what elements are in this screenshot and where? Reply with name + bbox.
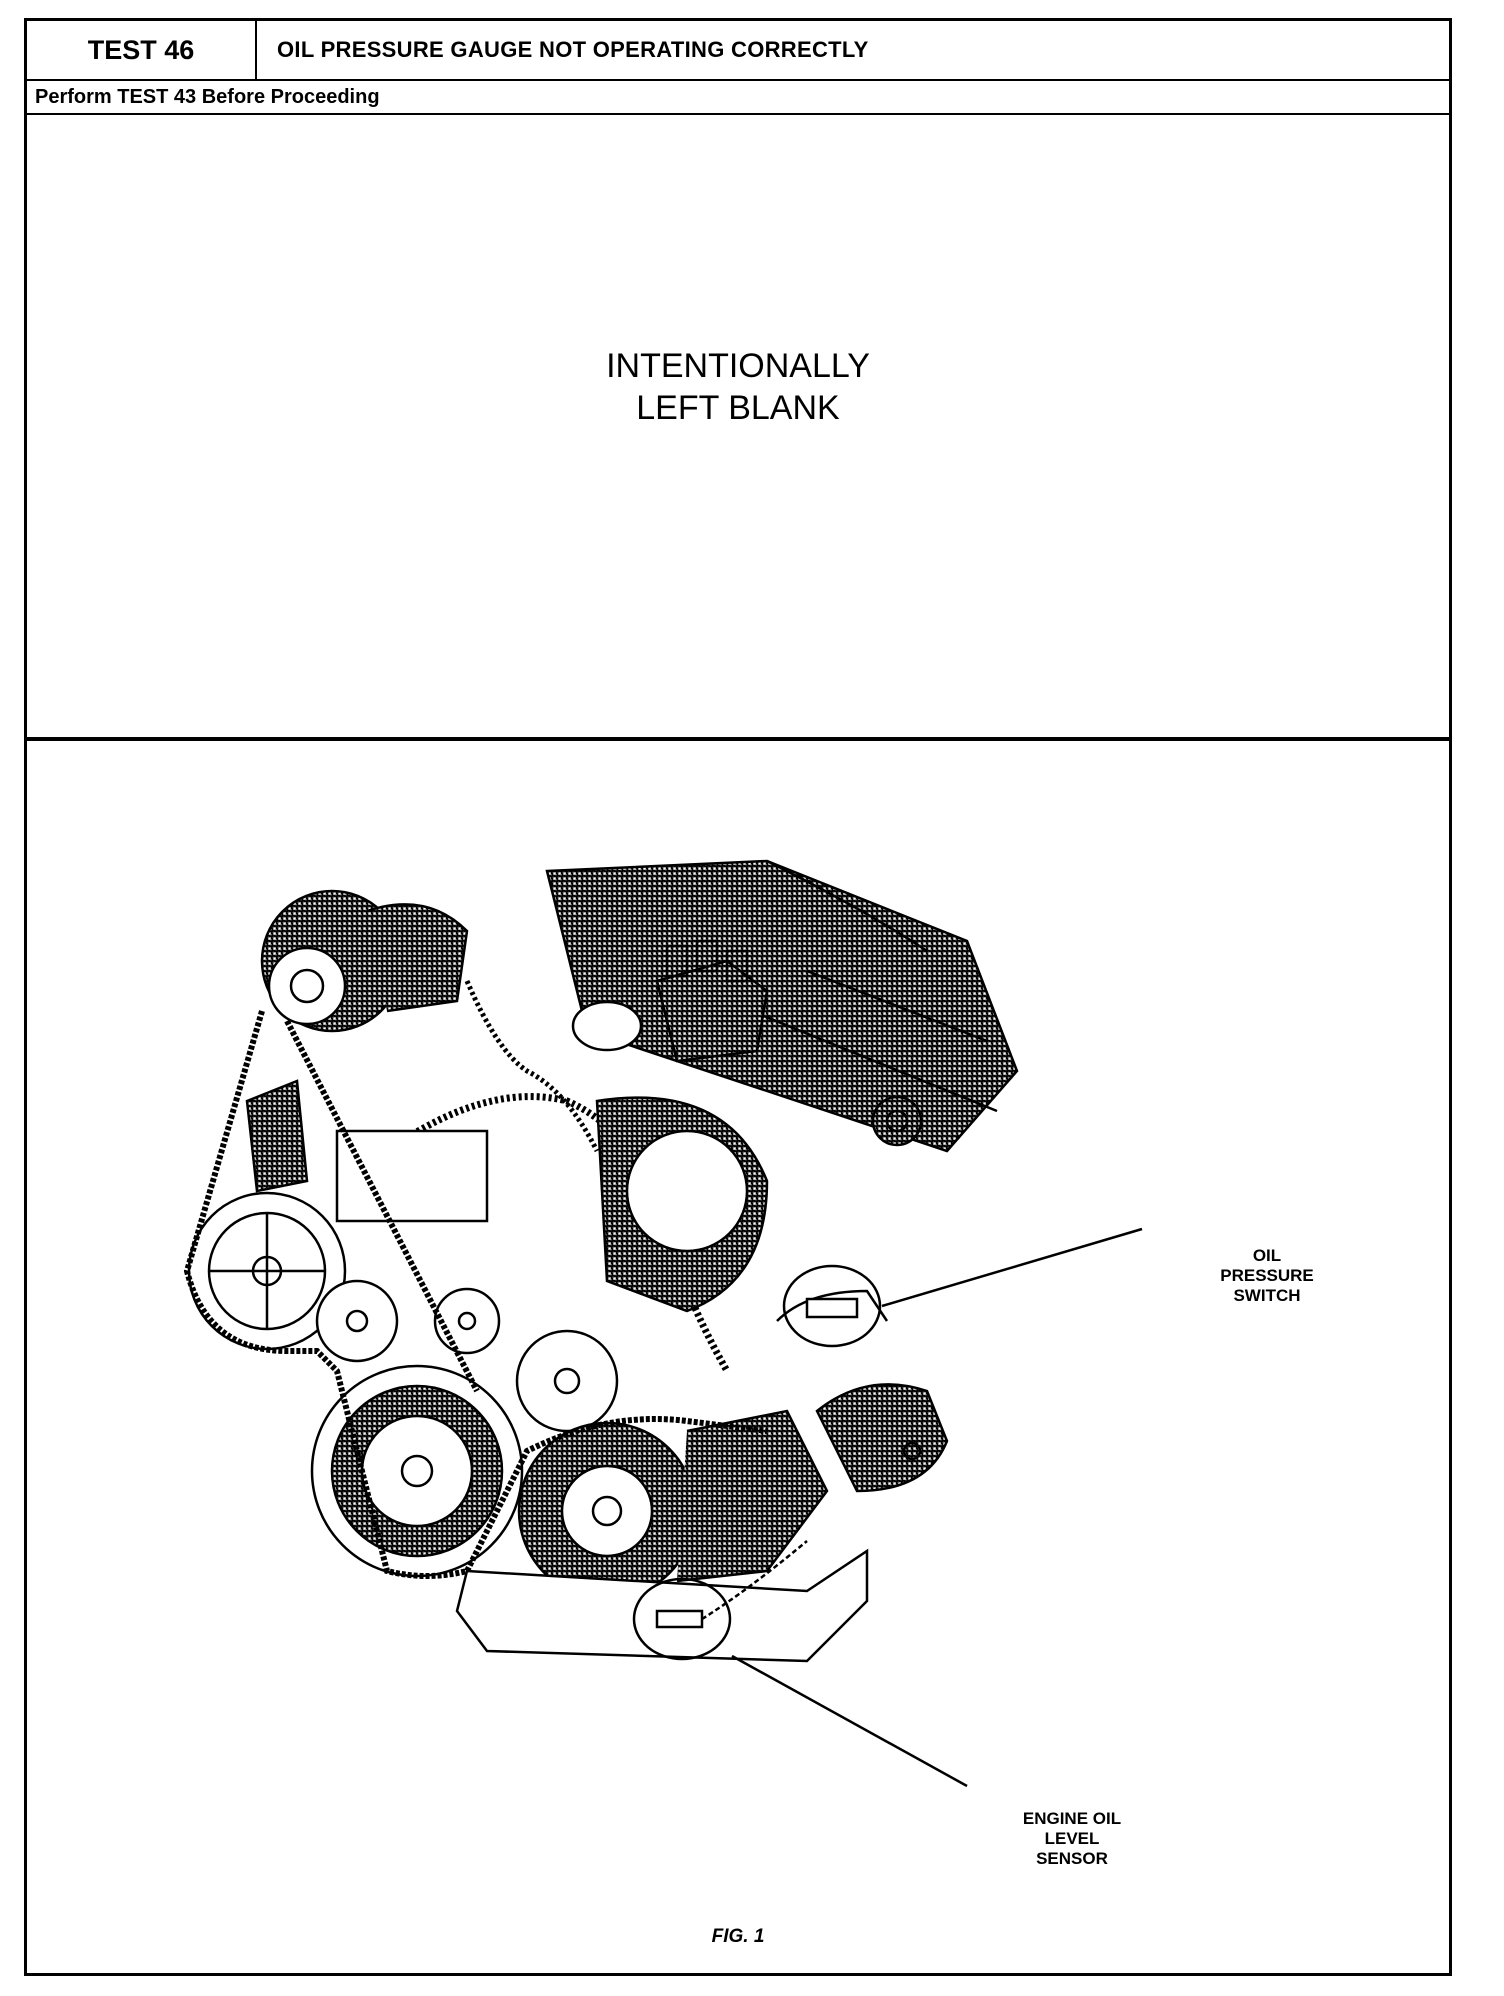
- figure-caption: FIG. 1: [711, 1926, 765, 1947]
- blank-panel: INTENTIONALLY LEFT BLANK: [27, 115, 1449, 741]
- blank-notice-line2: LEFT BLANK: [636, 389, 840, 427]
- figure-panel: OIL PRESSURE SWITCH ENGINE OIL LEVEL SEN…: [27, 741, 1449, 1973]
- oil-pressure-switch-label-line2: PRESSURE: [1220, 1266, 1314, 1285]
- engine-oil-level-sensor-label-line1: ENGINE OIL: [1022, 1809, 1122, 1828]
- engine-oil-level-sensor-label: ENGINE OIL LEVEL SENSOR: [987, 1809, 1157, 1869]
- engine-illustration: [183, 859, 1019, 1663]
- blank-notice-line1: INTENTIONALLY: [606, 347, 870, 385]
- oil-pressure-switch-label-line1: OIL: [1252, 1246, 1282, 1265]
- oil-pressure-switch-label: OIL PRESSURE SWITCH: [1197, 1246, 1337, 1306]
- test-title: OIL PRESSURE GAUGE NOT OPERATING CORRECT…: [277, 37, 869, 62]
- engine-oil-level-sensor-label-line3: SENSOR: [1036, 1849, 1108, 1868]
- page-frame: TEST 46 OIL PRESSURE GAUGE NOT OPERATING…: [24, 18, 1452, 1976]
- prerequisite-note: Perform TEST 43 Before Proceeding: [27, 81, 1449, 115]
- header-row: TEST 46 OIL PRESSURE GAUGE NOT OPERATING…: [27, 21, 1449, 81]
- test-number: TEST 46: [27, 21, 257, 79]
- blank-notice: INTENTIONALLY LEFT BLANK: [27, 345, 1449, 429]
- oil-pressure-switch-label-line3: SWITCH: [1233, 1286, 1301, 1305]
- engine-oil-level-sensor-label-line2: LEVEL: [1044, 1829, 1100, 1848]
